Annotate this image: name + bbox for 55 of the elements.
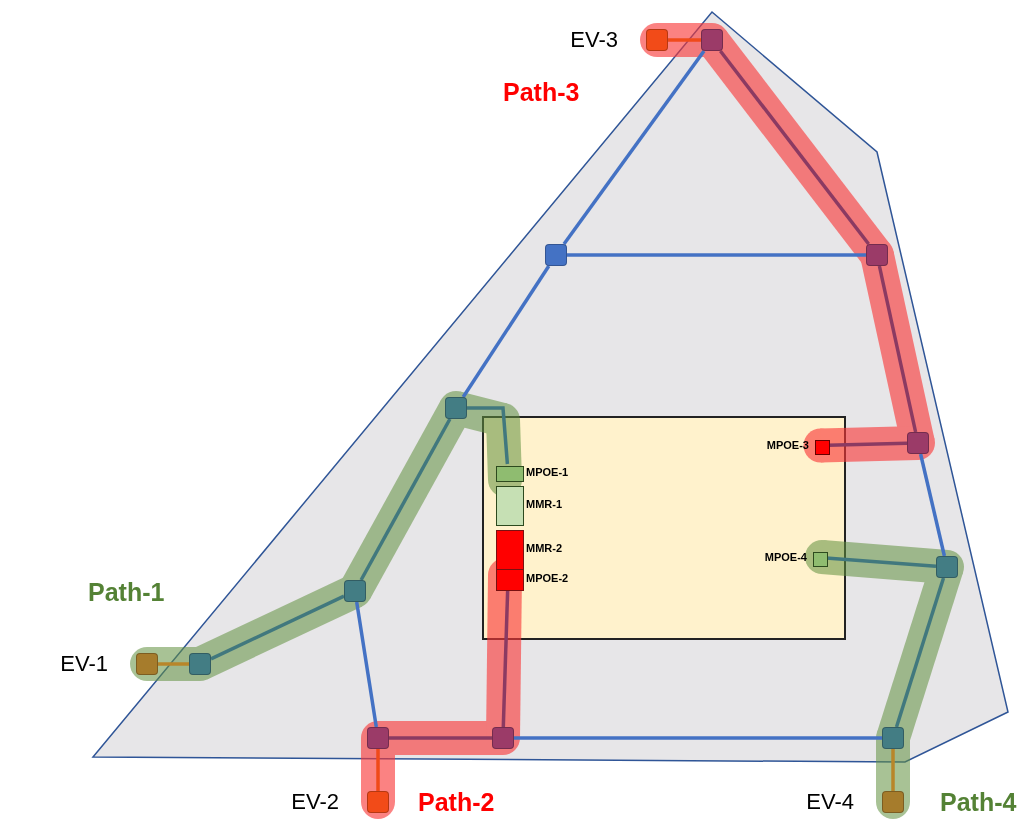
mpoe-box	[496, 466, 524, 482]
node-label: MPOE-1	[526, 466, 569, 478]
mmr-box	[496, 486, 524, 526]
link-line	[158, 662, 189, 666]
mmr-box	[496, 530, 524, 570]
link-line	[210, 594, 345, 661]
link-line	[918, 453, 947, 557]
link-line	[359, 418, 452, 581]
node-label: MPOE-4	[764, 552, 807, 563]
junction-node	[545, 244, 567, 266]
link-line	[719, 49, 870, 246]
link-line	[894, 577, 946, 728]
link-line	[562, 49, 706, 246]
junction-node	[367, 791, 389, 813]
node-label: EV-2	[291, 791, 339, 813]
path-label: Path-4	[940, 790, 1017, 815]
junction-node	[367, 727, 389, 749]
junction-node	[701, 29, 723, 51]
mpoe-box	[813, 552, 828, 567]
junction-node	[445, 397, 467, 419]
node-label: MMR-1	[526, 498, 563, 510]
mpoe-box	[496, 569, 524, 591]
link-line	[825, 556, 937, 568]
link-line	[827, 441, 908, 448]
junction-node	[646, 29, 668, 51]
node-label: MMR-2	[526, 542, 563, 554]
link-line	[668, 38, 701, 42]
link-line	[461, 265, 551, 398]
node-label: MPOE-3	[766, 440, 809, 451]
node-label: EV-1	[60, 653, 108, 675]
mpoe-box	[815, 440, 830, 455]
link-line	[354, 601, 379, 728]
path-label: Path-3	[503, 80, 580, 105]
path-label: Path-1	[88, 580, 165, 605]
junction-node	[344, 580, 366, 602]
link-line	[389, 736, 492, 740]
junction-node	[866, 244, 888, 266]
node-label: EV-3	[570, 29, 618, 51]
link-line	[891, 749, 895, 791]
junction-node	[189, 653, 211, 675]
junction-node	[882, 727, 904, 749]
junction-node	[907, 432, 929, 454]
building-outline	[482, 416, 846, 640]
link-line	[376, 749, 380, 791]
link-line	[514, 736, 882, 740]
junction-node	[136, 653, 158, 675]
node-label: EV-4	[806, 791, 854, 813]
path-label: Path-2	[418, 790, 495, 815]
junction-node	[492, 727, 514, 749]
junction-node	[936, 556, 958, 578]
node-label: MPOE-2	[526, 572, 569, 584]
junction-node	[882, 791, 904, 813]
link-line	[567, 253, 866, 257]
link-line	[877, 265, 918, 433]
link-line	[467, 406, 510, 465]
